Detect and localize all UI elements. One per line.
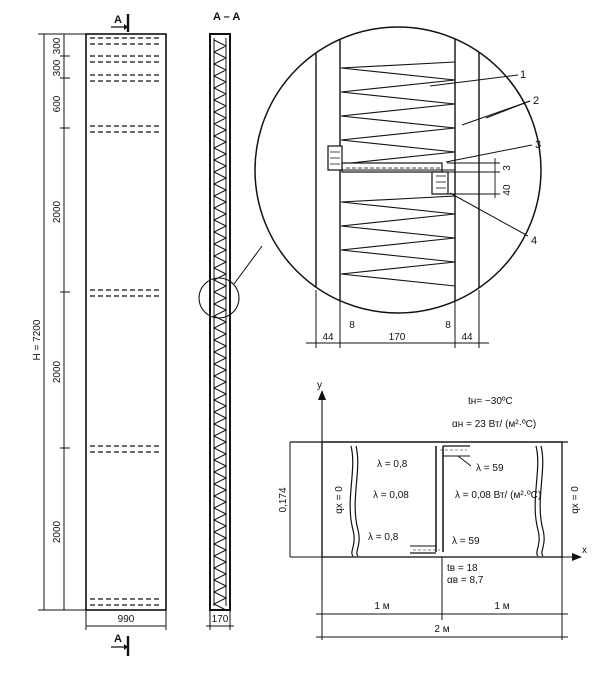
dim-8-left: 8 [349, 320, 355, 331]
callout-4: 4 [531, 235, 537, 247]
detail-bottom-dims [306, 290, 489, 348]
lambda-top-left: λ = 0,8 [377, 459, 408, 470]
section-letter-bottom: A [114, 633, 122, 645]
dim-40: 40 [502, 184, 513, 196]
alpha-outer: αн = 23 Вт/ (м²·ºC) [452, 419, 536, 430]
dim-8-right: 8 [445, 320, 451, 331]
dim-segment-2: 300 [52, 59, 63, 76]
dim-height: 0,174 [278, 487, 289, 512]
callout-2: 2 [533, 95, 539, 107]
dim-1m-right: 1 м [494, 601, 509, 612]
panel-outline [85, 33, 167, 611]
dim-section-width: 170 [212, 614, 229, 625]
steel-connector [410, 445, 472, 554]
lambda-bottom-left: λ = 0,8 [368, 532, 399, 543]
dim-44-right: 44 [461, 332, 473, 343]
axis-y-label: y [317, 380, 322, 391]
dim-segment-6: 2000 [52, 520, 63, 543]
thermal-bottom-dims [316, 557, 568, 640]
section-insulation-zigzag [212, 39, 228, 611]
callout-1: 1 [520, 69, 526, 81]
lambda-mid-left: λ = 0,08 [373, 490, 409, 501]
section-mark-bottom: A [111, 633, 130, 656]
dim-1m-left: 1 м [374, 601, 389, 612]
height-dimension-chain [38, 33, 86, 611]
detail-bottom-dim-labels: 44 8 170 8 44 [322, 320, 473, 343]
panel-elevation: A 300 [32, 14, 167, 656]
alpha-inner: αв = 8,7 [447, 575, 484, 586]
lambda-mid-right: λ = 0,08 Вт/ (м²·ºC) [455, 490, 541, 501]
dim-44-left: 44 [322, 332, 334, 343]
dim-2m-total: 2 м [434, 624, 449, 635]
section-aa: A – A 170 [198, 11, 263, 630]
lambda-top-right: λ = 59 [476, 463, 504, 474]
lambda-labels: λ = 0,8 λ = 59 λ = 0,08 λ = 0,08 Вт/ (м²… [368, 459, 541, 547]
thermal-height-dim: 0,174 qx = 0 qx = 0 [278, 442, 581, 557]
dim-total-height: H = 7200 [32, 319, 43, 360]
lambda-bottom-right: λ = 59 [452, 536, 480, 547]
dim-segment-4: 2000 [52, 200, 63, 223]
detail-callout-circle [198, 277, 240, 319]
qx-right: qx = 0 [570, 486, 581, 514]
panel-joints [90, 37, 162, 606]
dim-segment-1: 300 [52, 37, 63, 54]
axis-x-label: x [582, 545, 587, 556]
temp-inner: tв = 18 [447, 563, 478, 574]
thermal-model: y x tн= −30ºC αн = 23 Вт/ (м²·ºC) [278, 380, 587, 640]
dim-segment-3: 600 [52, 95, 63, 112]
height-dimension-labels: 300 300 600 2000 2000 2000 H = 7200 [32, 37, 63, 543]
section-letter-top: A [114, 14, 122, 26]
dim-panel-width: 990 [118, 614, 135, 625]
section-title: A – A [213, 11, 240, 23]
joint-detail: 1 2 3 4 3 40 44 8 170 8 44 [254, 26, 542, 348]
callout-3: 3 [535, 139, 541, 151]
detail-callouts [429, 74, 533, 237]
detail-right-dims: 3 40 [447, 158, 513, 198]
width-dimension: 990 [85, 610, 167, 630]
detail-callout-numbers: 1 2 3 4 [520, 69, 541, 247]
dim-170: 170 [389, 332, 406, 343]
dim-segment-5: 2000 [52, 360, 63, 383]
section-mark-top: A [111, 14, 130, 32]
qx-left: qx = 0 [334, 486, 345, 514]
temp-outer: tн= −30ºC [468, 396, 513, 407]
dim-3: 3 [502, 165, 513, 171]
